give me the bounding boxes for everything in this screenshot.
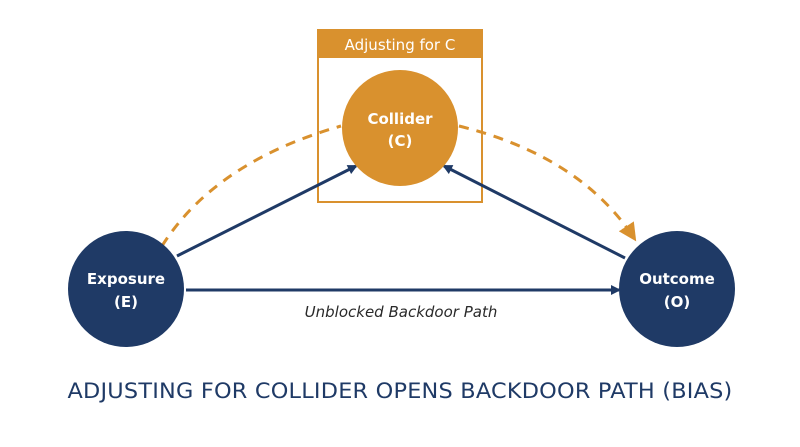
collider-circle: [342, 70, 458, 186]
edge-exposure-to-collider: [176, 164, 358, 258]
adjusting-box-header: [318, 30, 482, 58]
adjusting-box: Adjusting for C: [317, 29, 483, 203]
diagram-caption: ADJUSTING FOR COLLIDER OPENS BACKDOOR PA…: [68, 379, 733, 403]
backdoor-path-right: [458, 124, 637, 242]
edge-outcome-to-collider: [442, 164, 626, 260]
collider-abbrev: (C): [388, 132, 413, 150]
outcome-abbrev: (O): [664, 293, 690, 311]
unblocked-backdoor-path-label: Unblocked Backdoor Path: [305, 303, 498, 321]
collider-label: Collider: [367, 110, 433, 128]
outcome-node: Outcome (O): [619, 231, 735, 347]
collider-node: Collider (C): [342, 70, 458, 186]
adjusting-box-label: Adjusting for C: [345, 36, 456, 54]
exposure-abbrev: (E): [114, 293, 138, 311]
exposure-node: Exposure (E): [68, 231, 184, 347]
exposure-label: Exposure: [87, 270, 165, 288]
outcome-circle: [619, 231, 735, 347]
outcome-label: Outcome: [639, 270, 715, 288]
backdoor-path-left: [160, 124, 342, 247]
exposure-circle: [68, 231, 184, 347]
